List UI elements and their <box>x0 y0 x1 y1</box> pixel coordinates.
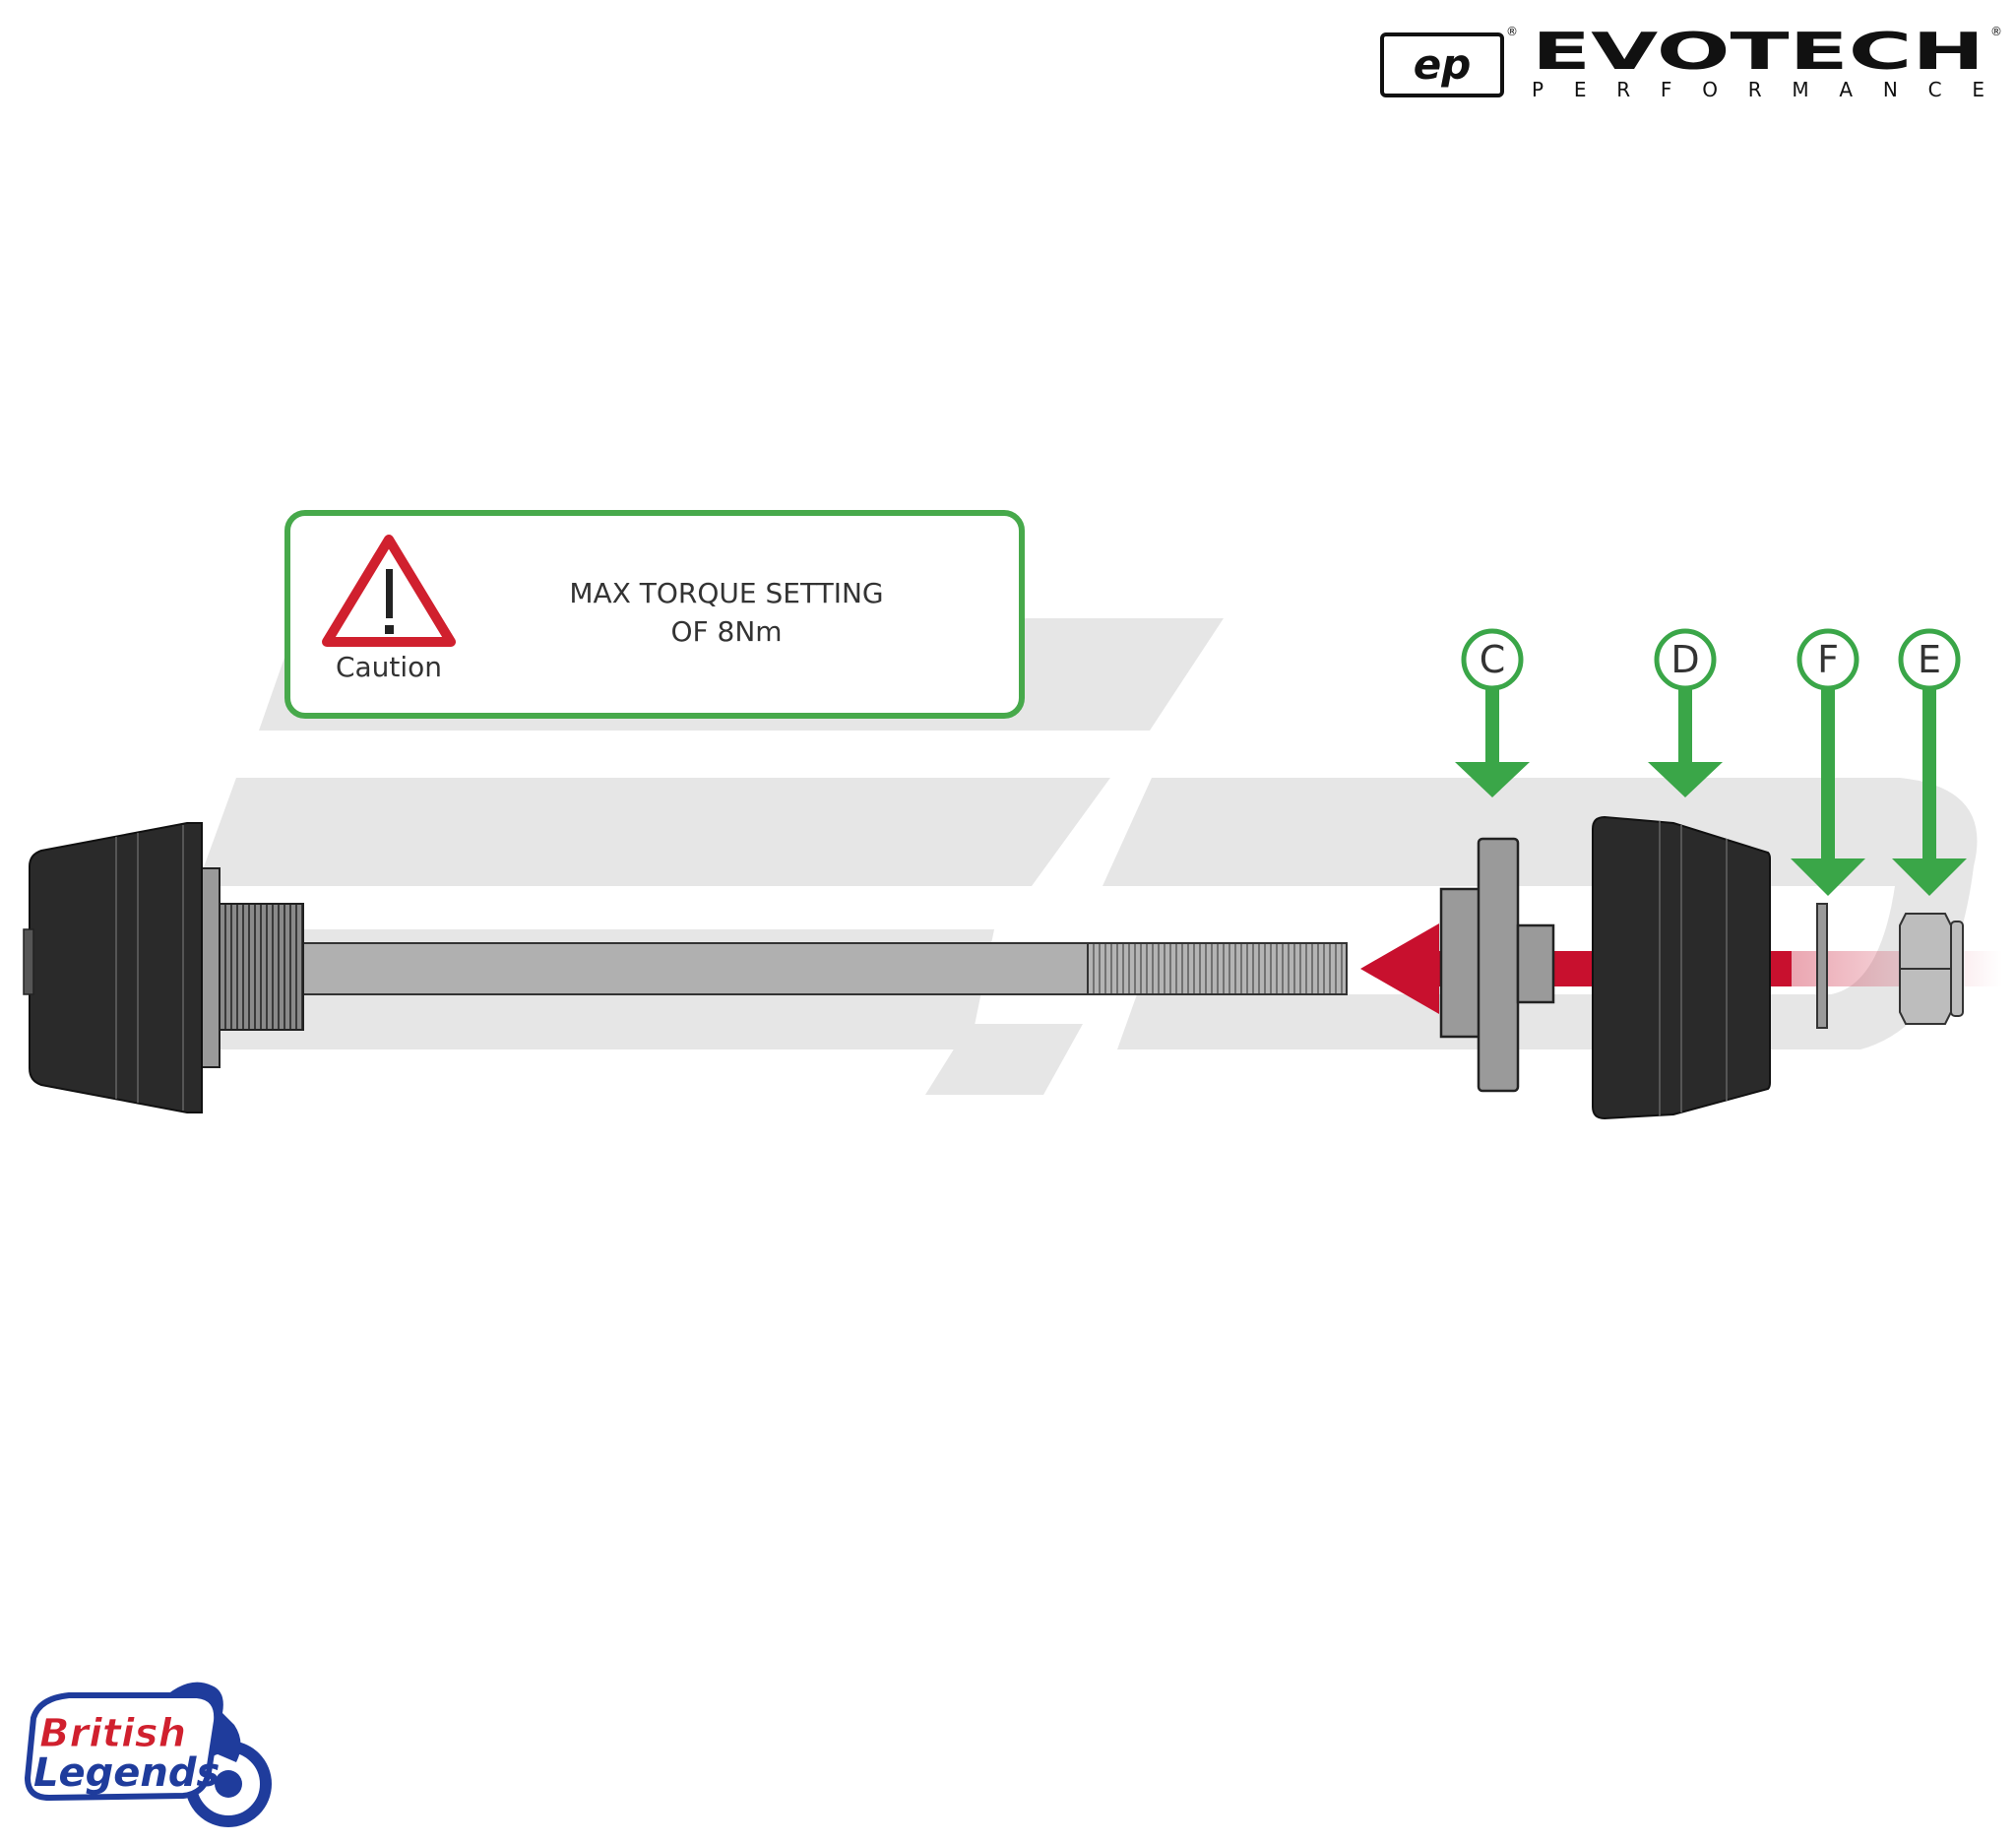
part-label-d: D <box>1670 638 1699 681</box>
ep-logo-letters: ep <box>1414 40 1472 89</box>
part-d-bobbin <box>1592 815 1771 1120</box>
part-label-c: C <box>1480 638 1506 681</box>
caution-box-border <box>284 510 1025 719</box>
part-pointer-e: E <box>1892 628 1967 896</box>
warning-triangle-icon <box>322 535 456 647</box>
part-pointer-d: D <box>1648 628 1723 797</box>
british-legends-logo: British Legends <box>24 1682 272 1827</box>
bobbin-collar <box>201 867 220 1068</box>
brand-name: EVOTECH <box>1532 23 1984 82</box>
part-c-spacer <box>1439 837 1555 1093</box>
part-e-nut <box>1899 913 1964 1025</box>
left-bobbin-assembly <box>23 822 1348 1113</box>
registered-mark: ® <box>1506 25 1518 38</box>
arrow-head <box>1360 923 1439 1014</box>
part-pointer-c: C <box>1455 628 1530 797</box>
part-label-e: E <box>1918 638 1941 681</box>
bolt-thread-end <box>1087 942 1348 995</box>
threaded-insert <box>216 903 304 1031</box>
british-text: British <box>39 1711 186 1756</box>
torque-line-1: MAX TORQUE SETTING <box>569 577 883 609</box>
torque-line-2: OF 8Nm <box>670 615 782 648</box>
caution-label: Caution <box>336 651 442 683</box>
part-label-f: F <box>1817 638 1839 681</box>
legends-text: Legends <box>33 1750 220 1796</box>
evotech-logo: ep ® EVOTECH ® PERFORMANCE <box>1380 23 2002 101</box>
ep-logo-mark <box>1380 32 1504 97</box>
part-f-washer <box>1816 903 1828 1029</box>
part-pointer-f: F <box>1791 628 1865 896</box>
registered-mark: ® <box>1990 25 2002 38</box>
watermark-p-shape <box>1102 778 1978 1049</box>
watermark-bar-left <box>197 778 1110 886</box>
caution-box: Caution MAX TORQUE SETTING OF 8Nm <box>284 510 1025 719</box>
watermark-p-stem <box>925 1024 1083 1095</box>
